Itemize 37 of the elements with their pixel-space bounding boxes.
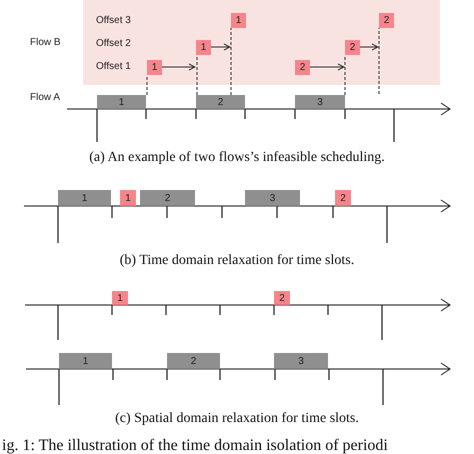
flow-label: Flow B xyxy=(30,37,61,48)
offset-label: Offset 1 xyxy=(96,61,131,72)
dashed-line xyxy=(344,54,346,96)
flow-b-slot: 1 xyxy=(196,40,211,55)
flow-a-slot: 3 xyxy=(245,190,300,206)
flow-label: Flow A xyxy=(30,92,60,103)
flow-b-slot: 1 xyxy=(112,291,128,305)
flow-a-slot: 2 xyxy=(196,95,245,109)
flow-a-slot: 1 xyxy=(97,95,146,109)
subcaption: (c) Spatial domain relaxation for time slots. xyxy=(115,411,359,427)
flow-a-slot: 2 xyxy=(167,353,220,369)
flow-a-slot: 1 xyxy=(59,353,112,369)
flow-b-slot: 1 xyxy=(231,13,246,28)
flow-a-slot: 3 xyxy=(295,95,345,109)
figure-caption: ig. 1: The illustration of the time domain isolation of periodi xyxy=(2,437,388,454)
offset-label: Offset 3 xyxy=(96,15,131,26)
arrow xyxy=(360,44,378,50)
flow-a-slot: 2 xyxy=(140,190,195,206)
flow-b-slot: 2 xyxy=(379,13,394,28)
flow-b-slot: 1 xyxy=(120,190,136,206)
dashed-line xyxy=(378,28,380,94)
subcaption: (a) An example of two flows’s infeasible scheduling. xyxy=(89,150,385,166)
flow-a-slot: 3 xyxy=(274,353,328,369)
dashed-line xyxy=(146,74,148,96)
flow-a-slot: 1 xyxy=(58,190,111,206)
arrow xyxy=(210,44,230,50)
arrow xyxy=(162,64,196,70)
dashed-line xyxy=(196,54,198,96)
flow-b-slot: 2 xyxy=(345,40,360,55)
flow-b-slot: 1 xyxy=(147,60,162,75)
offset-label: Offset 2 xyxy=(96,38,131,49)
flow-b-slot: 2 xyxy=(295,60,310,75)
arrow xyxy=(310,64,344,70)
dashed-line xyxy=(230,28,232,96)
subcaption: (b) Time domain relaxation for time slots. xyxy=(120,253,354,269)
flow-b-slot: 2 xyxy=(274,291,290,305)
flow-b-slot: 2 xyxy=(335,190,351,206)
